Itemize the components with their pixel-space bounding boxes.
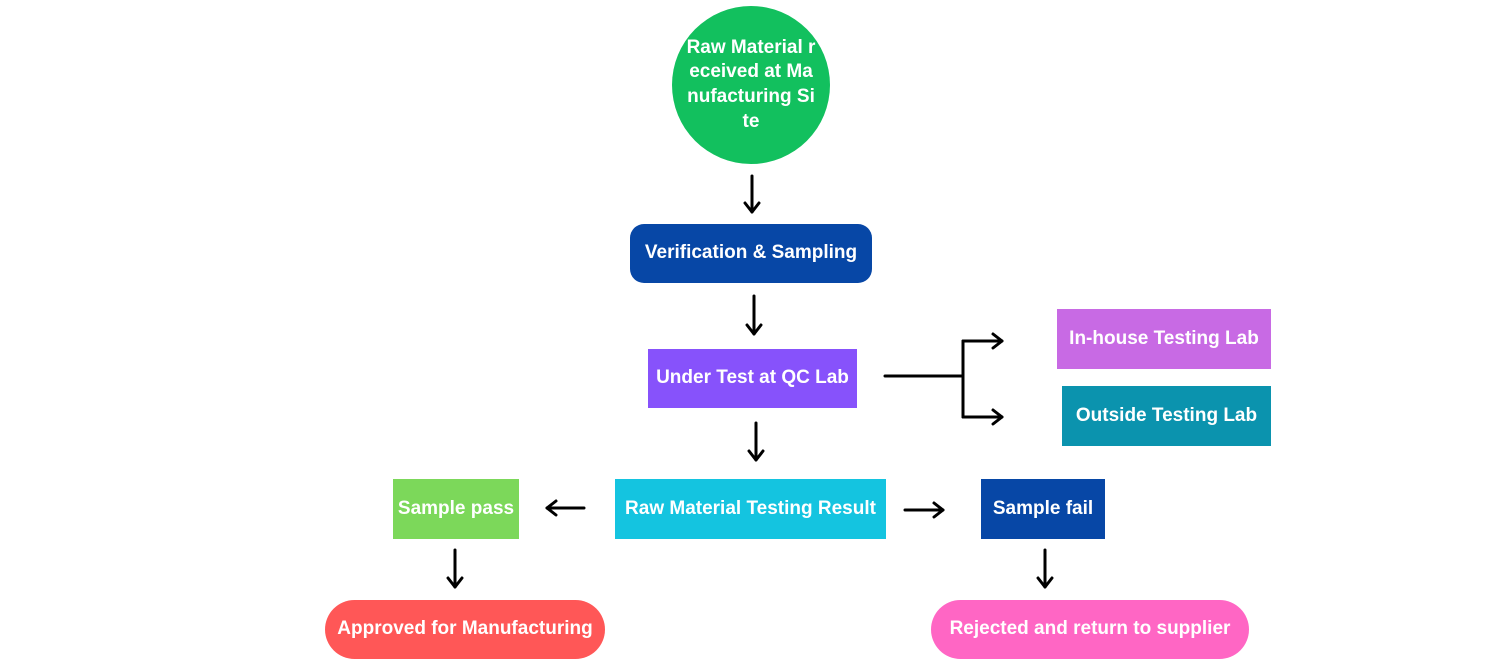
sample-fail-node: Sample fail [981, 479, 1105, 539]
arrow-qc-to-result [747, 421, 765, 462]
sample-pass-node: Sample pass [393, 479, 519, 539]
approved-for-manufacturing-node: Approved for Manufacturing [325, 600, 605, 659]
arrow-pass-to-approved [446, 548, 464, 589]
in-house-testing-lab-node: In-house Testing Lab [1057, 309, 1271, 369]
rejected-return-to-supplier-label: Rejected and return to supplier [949, 618, 1231, 640]
arrow-result-to-pass [545, 499, 586, 517]
verification-sampling-label: Verification & Sampling [644, 242, 858, 264]
arrow-fail-to-rejected [1036, 548, 1054, 589]
start-node-raw-material-received: Raw Material received at Manufacturing S… [672, 6, 830, 164]
arrow-result-to-fail [903, 501, 945, 519]
verification-sampling-node: Verification & Sampling [630, 224, 872, 283]
testing-result-node: Raw Material Testing Result [615, 479, 886, 539]
in-house-testing-lab-label: In-house Testing Lab [1069, 327, 1259, 349]
under-test-qc-lab-node: Under Test at QC Lab [648, 349, 857, 408]
outside-testing-lab-label: Outside Testing Lab [1075, 404, 1258, 426]
rejected-return-to-supplier-node: Rejected and return to supplier [931, 600, 1249, 659]
outside-testing-lab-node: Outside Testing Lab [1062, 386, 1271, 446]
arrow-start-to-verification [743, 174, 761, 214]
testing-result-label: Raw Material Testing Result [625, 497, 876, 519]
arrow-qc-branch-to-labs [883, 332, 1004, 426]
arrow-verification-to-qc [745, 294, 763, 336]
approved-for-manufacturing-label: Approved for Manufacturing [337, 618, 593, 640]
sample-pass-label: Sample pass [397, 497, 515, 519]
start-node-label: Raw Material received at Manufacturing S… [686, 36, 816, 132]
under-test-qc-lab-label: Under Test at QC Lab [656, 367, 849, 389]
sample-fail-label: Sample fail [992, 497, 1094, 519]
